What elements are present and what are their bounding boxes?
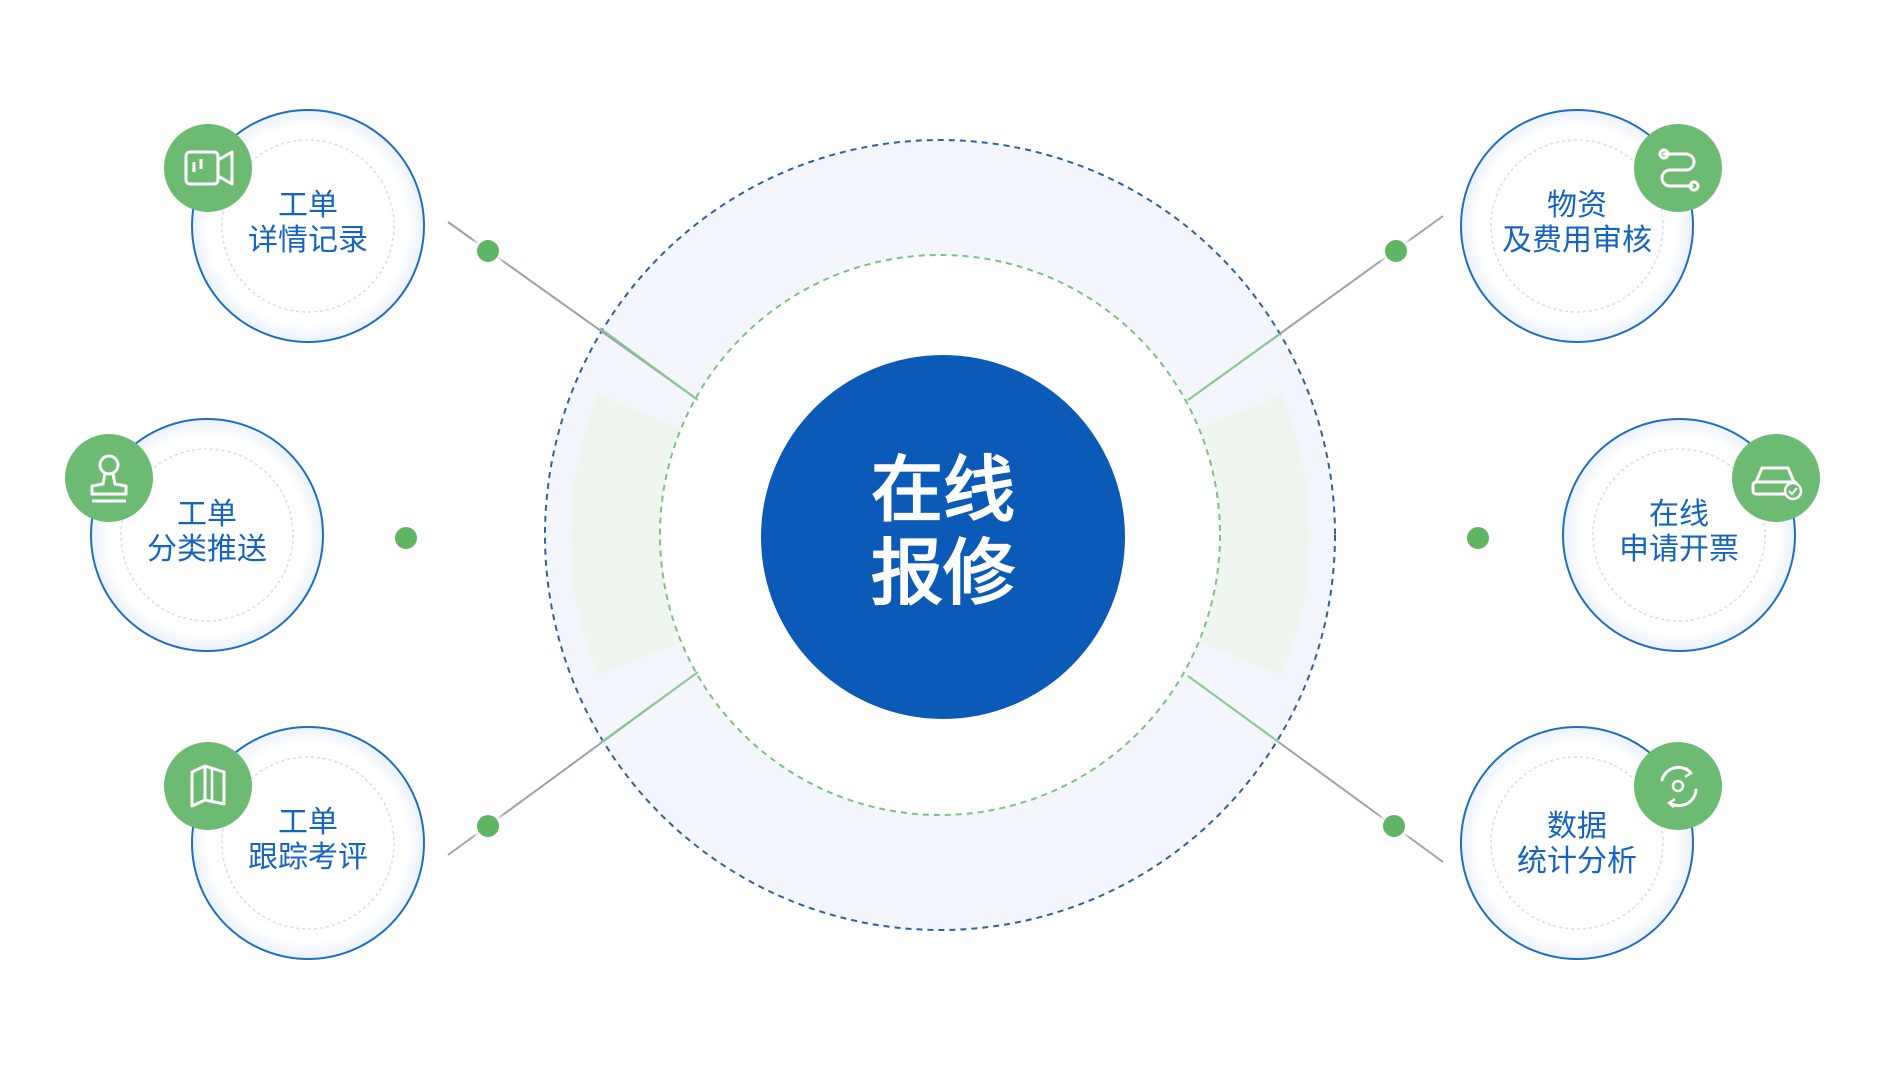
center-title-line2: 报修	[871, 531, 1016, 615]
feature-label-line2: 详情记录	[248, 223, 368, 258]
outer-dashed-border	[544, 139, 1336, 931]
video-camera-icon	[164, 124, 252, 212]
feature-node-classify-push[interactable]: 工单 分类推送	[65, 418, 324, 652]
feature-label-line2: 及费用审核	[1502, 223, 1652, 258]
center-hub: 在线 报修	[761, 355, 1125, 719]
dot-bottom-right	[1378, 810, 1410, 842]
feature-node-statistics[interactable]: 数据 统计分析	[1460, 726, 1722, 960]
dot-top-right	[1380, 235, 1412, 267]
feature-node-materials-cost[interactable]: 物资 及费用审核	[1460, 109, 1722, 343]
feature-label-line1: 在线	[1649, 497, 1709, 532]
feature-label-line1: 工单	[278, 805, 338, 840]
feature-label-line1: 数据	[1547, 809, 1607, 844]
dot-middle-right	[1462, 522, 1494, 554]
stamp-icon	[65, 434, 153, 522]
feature-node-detail-record[interactable]: 工单 详情记录	[164, 109, 425, 343]
feature-label-line1: 工单	[278, 188, 338, 223]
feature-node-track-review[interactable]: 工单 跟踪考评	[164, 726, 425, 960]
feature-label-line1: 工单	[177, 497, 237, 532]
feature-label-line2: 跟踪考评	[248, 840, 368, 875]
route-icon	[1634, 124, 1722, 212]
feature-label-line1: 物资	[1547, 188, 1607, 223]
dot-top-left	[472, 235, 504, 267]
map-icon	[164, 742, 252, 830]
cycle-icon	[1634, 742, 1722, 830]
inner-dashed-border	[659, 254, 1221, 816]
dot-middle-left	[390, 522, 422, 554]
connector-dots	[390, 235, 1494, 842]
feature-node-invoice[interactable]: 在线 申请开票	[1562, 418, 1820, 652]
feature-label-line2: 分类推送	[147, 532, 267, 567]
feature-label-line2: 统计分析	[1517, 844, 1637, 879]
car-check-icon	[1732, 434, 1820, 522]
feature-label-line2: 申请开票	[1619, 532, 1739, 567]
dot-bottom-left	[472, 810, 504, 842]
center-title-line1: 在线	[871, 448, 1015, 532]
